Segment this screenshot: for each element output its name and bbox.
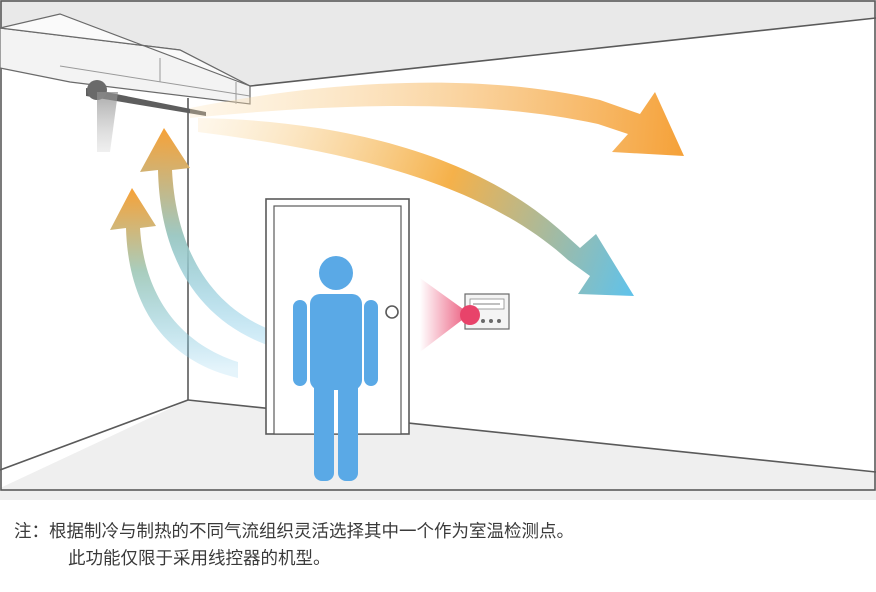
warm-airflow-arrow-top — [190, 82, 684, 156]
left-wall — [0, 58, 188, 488]
diagram-caption: 注：根据制冷与制热的不同气流组织灵活选择其中一个作为室温检测点。 此功能仅限于采… — [14, 519, 864, 573]
airflow-room-diagram — [0, 0, 876, 500]
diagram-border — [0, 0, 876, 491]
ceiling-edge-line — [231, 17, 876, 89]
door-knob — [385, 305, 399, 319]
return-airflow-arrow-2 — [110, 188, 238, 378]
sensor-detection-cone — [420, 278, 470, 352]
floor — [0, 400, 876, 500]
ceiling — [0, 0, 876, 88]
floor-edge-left — [0, 399, 189, 471]
room-structure — [0, 0, 876, 500]
caption-restriction-line: 此功能仅限于采用线控器的机型。 — [68, 549, 331, 569]
wall-controller-icon — [420, 278, 510, 352]
unit-shadow — [97, 92, 118, 152]
return-airflow-arrow-1 — [140, 128, 290, 352]
airflow-arrows — [110, 82, 684, 378]
person-icon — [293, 256, 378, 481]
mixed-airflow-arrow-middle — [198, 118, 634, 296]
controller-sensor-dot — [460, 305, 480, 325]
caption-note-line: 注：根据制冷与制热的不同气流组织灵活选择其中一个作为室温检测点。 — [14, 522, 574, 542]
